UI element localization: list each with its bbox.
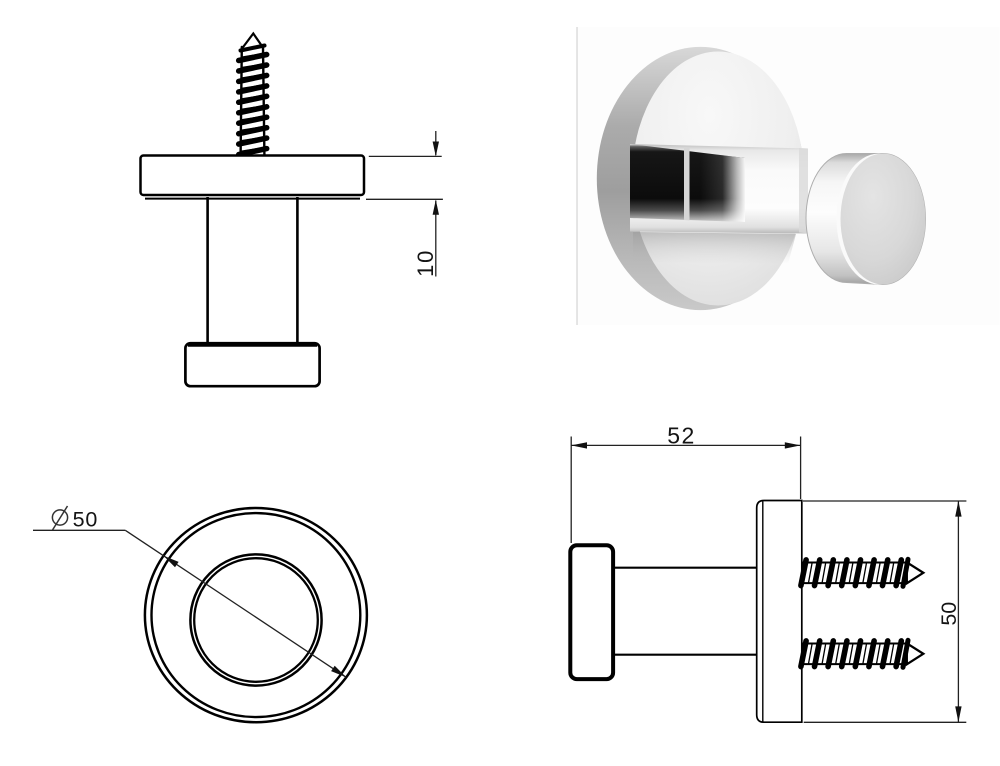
svg-text:50: 50	[937, 602, 961, 626]
svg-text:10: 10	[413, 249, 438, 277]
svg-text:52: 52	[667, 423, 696, 449]
svg-text:50: 50	[73, 508, 99, 532]
